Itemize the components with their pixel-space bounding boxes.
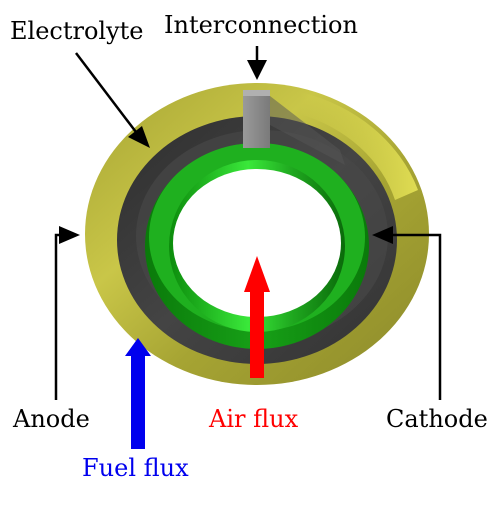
- air-flux-label: Air flux: [209, 405, 299, 433]
- cathode-label: Cathode: [386, 405, 488, 433]
- interconnection-label: Interconnection: [164, 11, 358, 39]
- air-flux-arrow: [244, 256, 270, 378]
- fuel-flux-shaft: [131, 352, 145, 449]
- air-flux-arrowhead: [244, 256, 270, 292]
- interconnection-block: [243, 90, 345, 165]
- fuel-flux-label: Fuel flux: [82, 454, 189, 482]
- electrolyte-arrowhead: [128, 126, 150, 148]
- interconnection-arrowhead: [247, 60, 267, 80]
- anode-pointer: [54, 226, 80, 400]
- anode-leader-line: [54, 233, 62, 400]
- cathode-leader-line: [390, 233, 442, 400]
- interconnection-front: [243, 90, 270, 148]
- fuel-flux-arrowhead: [125, 338, 151, 356]
- interconnection-pointer: [247, 46, 267, 80]
- electrolyte-label: Electrolyte: [10, 17, 144, 45]
- anode-highlight: [300, 92, 418, 200]
- interconnection-top: [243, 90, 270, 96]
- anode-label: Anode: [13, 405, 90, 433]
- fuel-flux-arrow: [125, 338, 151, 449]
- interconnection-shadow: [270, 96, 345, 165]
- air-flux-shaft: [250, 284, 264, 378]
- anode-arrowhead: [59, 226, 80, 244]
- tube-opening: [173, 169, 341, 317]
- cathode-arrowhead: [372, 226, 393, 244]
- cathode-pointer: [372, 226, 442, 400]
- electrolyte-leader-line: [75, 52, 140, 137]
- electrolyte-pointer: [75, 52, 150, 148]
